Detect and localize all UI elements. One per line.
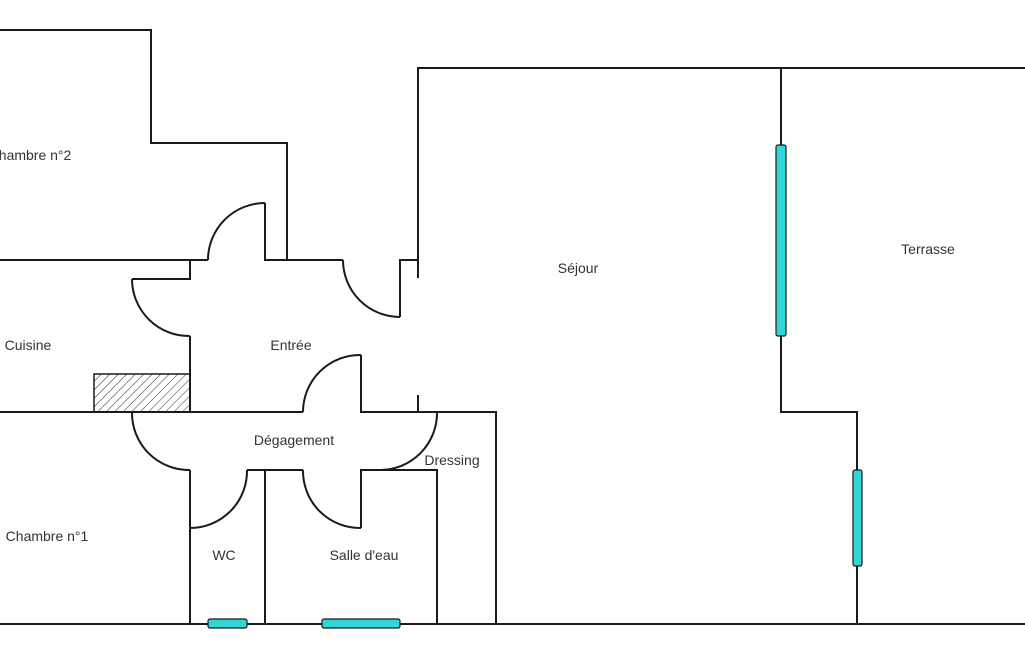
hatched-block [93,373,191,413]
room-label-cuisine: Cuisine [4,337,52,353]
door-degagement [302,353,362,413]
door-wc [189,469,249,529]
door-dressing [379,411,439,471]
doors [130,202,439,530]
door-salle-eau [301,469,362,530]
door-front [342,259,401,318]
window-terrasse [852,469,863,567]
room-label-salle-eau: Salle d'eau [329,547,399,563]
room-label-sejour: Séjour [557,260,599,276]
room-label-chambre1: Chambre n°1 [5,528,89,544]
door-cuisine [131,278,191,338]
window-salle-eau [321,618,401,629]
room-label-dressing: Dressing [424,452,480,468]
room-label-wc: WC [212,547,236,563]
door-chambre1 [130,411,191,472]
room-label-chambre2: Chambre n°2 [0,147,72,163]
room-label-entree: Entrée [270,337,312,353]
windows [207,144,863,629]
room-label-terrasse: Terrasse [901,241,955,257]
room-label-degagement: Dégagement [253,432,335,448]
walls [0,29,1025,625]
window-sejour [775,144,787,337]
window-wc [207,618,248,629]
door-chambre2 [207,202,266,261]
